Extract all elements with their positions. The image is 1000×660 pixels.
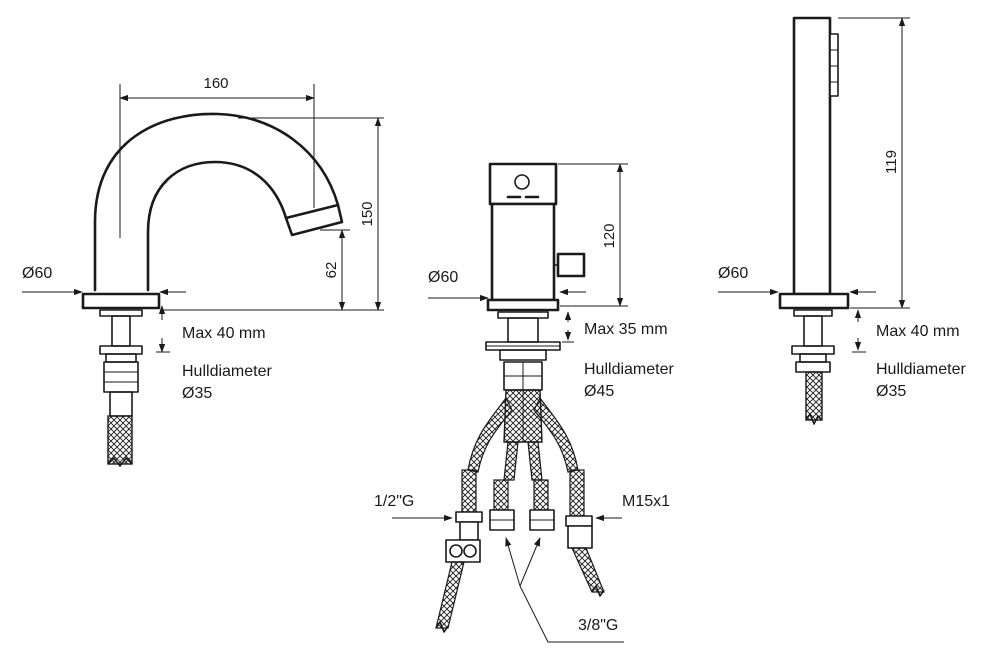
shower-base-diameter: Ø60 [718,265,748,282]
mixer-drawing: 120 Ø60 Max 35 mm Hulldiameter Ø45 1/2"G… [374,162,674,643]
spout-width-dim: 160 [203,75,228,92]
spout-outlet-height-dim: 62 [323,262,340,279]
shower-hole-diameter: Ø35 [876,383,906,400]
spout-max-thickness: Max 40 mm [182,325,266,342]
spout-hole-label: Hulldiameter [182,363,272,380]
spout-drawing: 160 150 62 Ø60 Max 40 mm Hulldiameter Ø3… [22,75,384,467]
mixer-base-diameter: Ø60 [428,269,458,286]
mixer-outlet-thread: 3/8"G [578,617,618,634]
spout-height-dim: 150 [359,201,376,226]
shower-drawing: 119 Ø60 Max 40 mm Hulldiameter Ø35 [718,16,966,425]
mixer-max-thickness: Max 35 mm [584,321,668,338]
spout-base-diameter: Ø60 [22,265,52,282]
mixer-height-dim: 120 [601,223,618,248]
shower-height-dim: 119 [883,150,900,174]
spout-hole-diameter: Ø35 [182,385,212,402]
mixer-inlet-thread: 1/2"G [374,493,414,510]
mixer-hole-diameter: Ø45 [584,383,614,400]
shower-max-thickness: Max 40 mm [876,323,960,340]
mixer-hose-thread: M15x1 [622,493,670,510]
shower-hole-label: Hulldiameter [876,361,966,378]
mixer-hole-label: Hulldiameter [584,361,674,378]
